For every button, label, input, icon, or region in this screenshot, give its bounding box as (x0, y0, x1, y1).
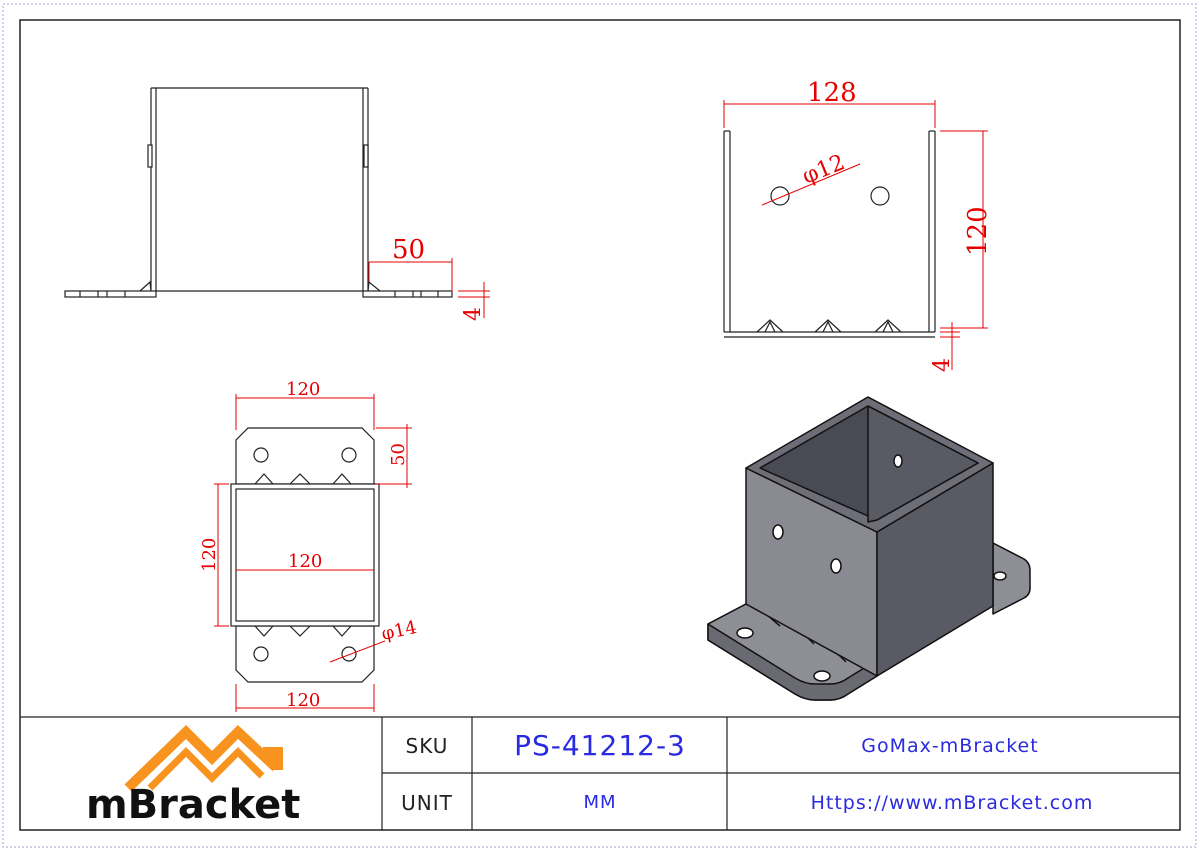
sheet-outer-border (2, 3, 1197, 848)
top-view-dimensions (214, 394, 412, 712)
top-width-dim: 120 (286, 379, 320, 400)
isometric-view (707, 396, 1031, 701)
website-link[interactable]: Https://www.mBracket.com (811, 792, 1094, 814)
sku-label: SKU (406, 734, 449, 758)
side-width-dim: 128 (807, 78, 857, 108)
logo-roof-icon (124, 724, 283, 792)
side-height-dim: 120 (963, 206, 993, 256)
side-hole-diameter-dim: φ12 (799, 150, 849, 189)
unit-value: MM (583, 792, 616, 813)
top-height-dim: 120 (199, 538, 220, 572)
front-flange-length-dim: 50 (392, 235, 425, 265)
bolt-hole-left (770, 186, 790, 206)
bolt-hole-right (870, 186, 890, 206)
top-inner-width-dim: 120 (288, 551, 322, 572)
top-view (230, 427, 380, 683)
top-flange-length-dim: 50 (388, 443, 409, 466)
sku-value: PS-41212-3 (514, 729, 686, 762)
side-thickness-dim: 4 (930, 358, 955, 372)
unit-label: UNIT (401, 791, 453, 815)
top-width-bottom-dim: 120 (286, 690, 320, 711)
brand-name: GoMax-mBracket (861, 735, 1038, 757)
front-view-dimensions (368, 258, 490, 318)
top-hole-diameter-dim: φ14 (380, 617, 419, 645)
title-block (20, 716, 1180, 830)
logo-text: mBracket (86, 782, 300, 828)
side-view (723, 130, 936, 338)
front-thickness-dim: 4 (461, 307, 486, 321)
sheet-frame (19, 19, 1181, 831)
front-view (64, 87, 453, 298)
side-view-dimensions (723, 100, 988, 370)
